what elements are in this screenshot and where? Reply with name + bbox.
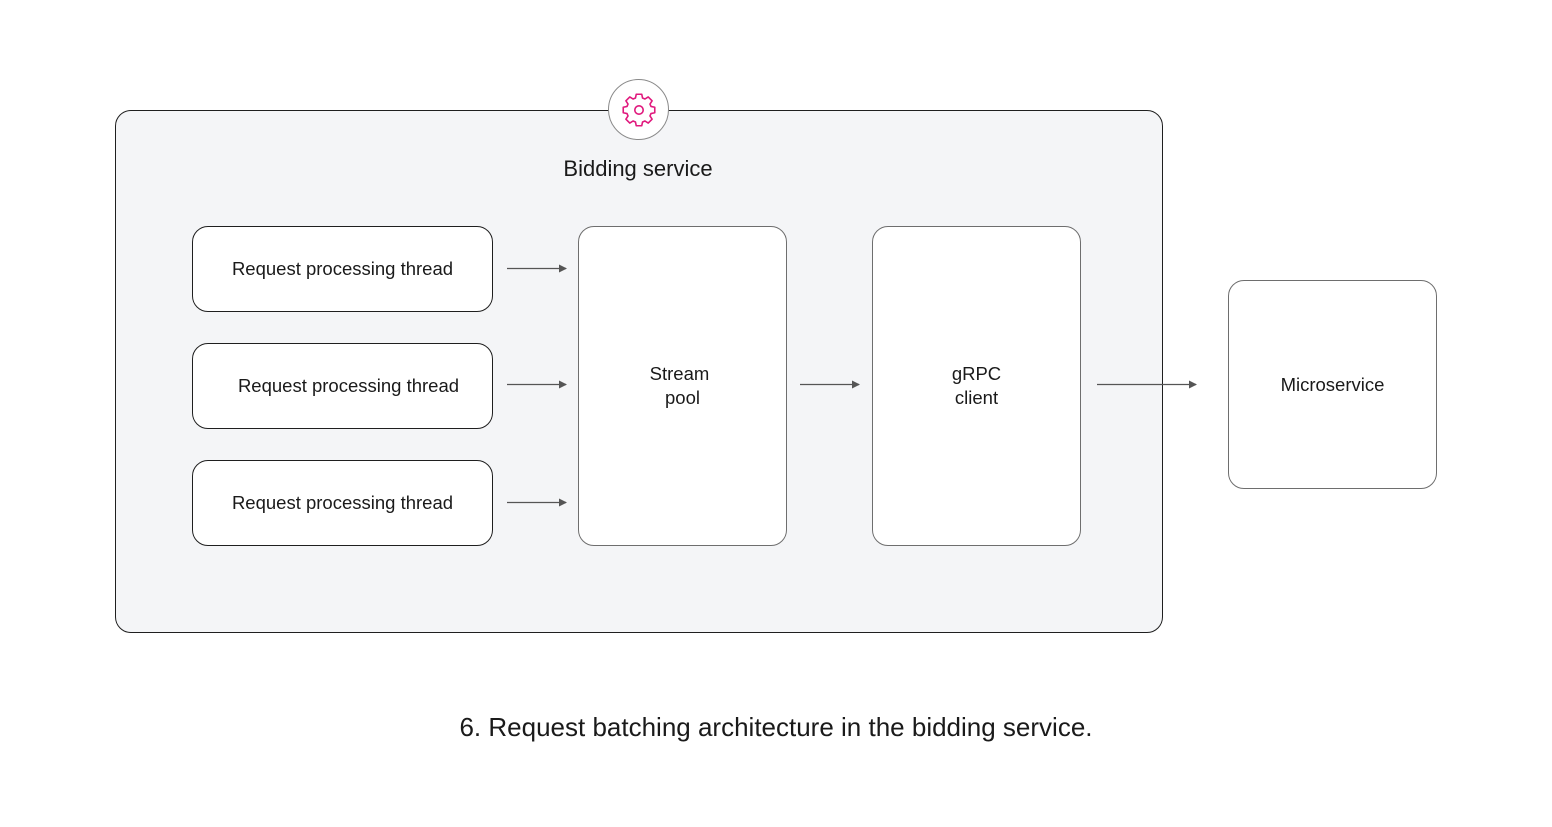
gear-icon: [621, 92, 656, 127]
request-thread-box-1: Request processing thread: [192, 226, 493, 312]
grpc-client-label-line1: gRPC: [951, 363, 1002, 384]
stream-pool-box: Stream pool: [578, 226, 787, 546]
microservice-label: Microservice: [1280, 373, 1385, 395]
request-thread-box-3: Request processing thread: [192, 460, 493, 546]
stream-pool-label-line1: Stream: [649, 363, 710, 384]
request-thread-box-2: Request processing thread: [192, 343, 493, 429]
request-thread-label: Request processing thread: [237, 375, 460, 396]
stream-pool-label-line2: pool: [665, 387, 700, 408]
grpc-client-label-line2: client: [954, 387, 999, 408]
service-icon-badge: [608, 79, 669, 140]
grpc-client-box: gRPC client: [872, 226, 1081, 546]
figure-caption: 6. Request batching architecture in the …: [459, 712, 1093, 742]
request-thread-label: Request processing thread: [231, 492, 454, 513]
request-thread-label: Request processing thread: [231, 258, 454, 279]
microservice-box: Microservice: [1228, 280, 1437, 489]
service-title: Bidding service: [563, 156, 713, 181]
